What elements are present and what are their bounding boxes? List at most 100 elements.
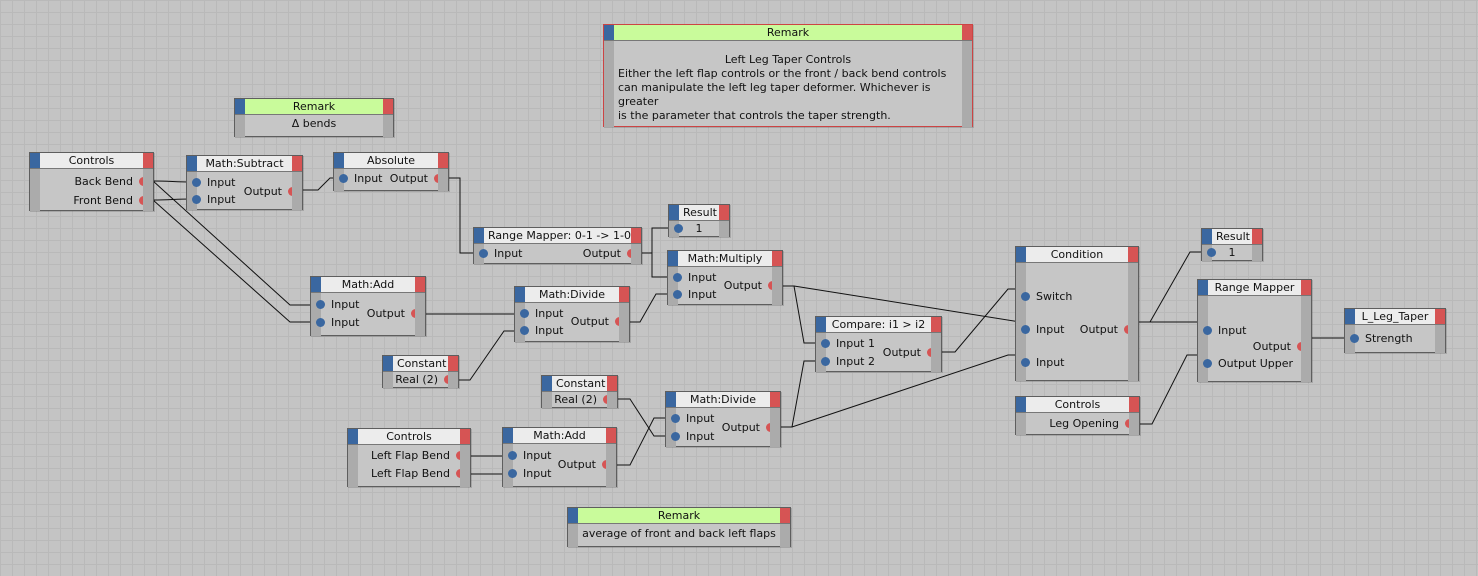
input-port-dot[interactable] <box>316 300 325 309</box>
port-input-2[interactable]: Input <box>503 467 551 481</box>
node-result-1[interactable]: Result 1 <box>668 204 730 237</box>
port-input-2[interactable]: Input <box>311 316 359 330</box>
output-port-dot[interactable] <box>627 249 636 258</box>
output-port-dot[interactable] <box>768 281 777 290</box>
port-input-2[interactable]: Input 2 <box>816 355 875 369</box>
remark-bends[interactable]: Remark Δ bends <box>234 98 394 137</box>
port-output[interactable]: Output <box>1253 340 1311 354</box>
remark-flaps[interactable]: Remark average of front and back left fl… <box>567 507 791 547</box>
node-constant-1[interactable]: Constant Real (2) <box>382 355 459 388</box>
node-controls-flaps[interactable]: Controls Left Flap Bend Left Flap Bend <box>347 428 471 487</box>
output-port-dot[interactable] <box>411 309 420 318</box>
node-result-2[interactable]: Result 1 <box>1201 228 1263 261</box>
node-l-leg-taper[interactable]: L_Leg_Taper Strength <box>1344 308 1446 353</box>
node-math-add-bends[interactable]: Math:Add Input Input Output <box>310 276 426 336</box>
port-output[interactable]: Output <box>558 458 616 472</box>
port-input[interactable]: Input <box>334 172 382 186</box>
input-port-dot[interactable] <box>821 339 830 348</box>
port-output[interactable]: Output <box>1080 323 1138 337</box>
input-port-dot[interactable] <box>671 432 680 441</box>
input-port-dot[interactable] <box>821 357 830 366</box>
port-leg-opening[interactable]: Leg Opening <box>1049 417 1139 431</box>
port-output[interactable]: Output <box>883 346 941 360</box>
node-math-divide-bends[interactable]: Math:Divide Input Input Output <box>514 286 630 342</box>
port-left-flap-bend-2[interactable]: Left Flap Bend <box>371 467 470 481</box>
remark-leg-taper[interactable]: Remark Left Leg Taper Controls Either th… <box>603 24 973 127</box>
port-front-bend[interactable]: Front Bend <box>73 194 153 208</box>
port-input-1[interactable]: Input <box>311 298 359 312</box>
output-port-dot[interactable] <box>456 469 465 478</box>
node-compare[interactable]: Compare: i1 > i2 Input 1 Input 2 Output <box>815 316 942 372</box>
node-math-add-flaps[interactable]: Math:Add Input Input Output <box>502 427 617 487</box>
input-port-dot[interactable] <box>192 178 201 187</box>
node-constant-2[interactable]: Constant Real (2) <box>541 375 618 408</box>
port-input-1[interactable]: Input <box>668 271 716 285</box>
input-port-dot[interactable] <box>508 469 517 478</box>
input-port-dot[interactable] <box>674 224 683 233</box>
input-port-dot[interactable] <box>520 309 529 318</box>
port-input-2[interactable]: Input <box>666 430 714 444</box>
port-output[interactable]: Output <box>583 247 641 261</box>
input-port-dot[interactable] <box>479 249 488 258</box>
output-port-dot[interactable] <box>444 375 453 384</box>
port-input-1[interactable]: Input <box>1016 323 1064 337</box>
output-port-dot[interactable] <box>615 317 624 326</box>
node-math-multiply[interactable]: Math:Multiply Input Input Output <box>667 250 783 305</box>
port-input-2[interactable]: Input <box>515 324 563 338</box>
node-absolute[interactable]: Absolute Input Output <box>333 152 449 191</box>
output-port-dot[interactable] <box>139 177 148 186</box>
port-input-2[interactable]: Input <box>187 193 235 207</box>
port-output[interactable]: Output <box>571 315 629 329</box>
port-output[interactable]: Output <box>722 421 780 435</box>
port-input[interactable]: Input <box>1198 324 1246 338</box>
output-port-dot[interactable] <box>456 451 465 460</box>
port-output-upper[interactable]: Output Upper <box>1198 357 1293 371</box>
output-port-dot[interactable] <box>766 423 775 432</box>
output-port-dot[interactable] <box>602 460 611 469</box>
node-controls-leg-opening[interactable]: Controls Leg Opening <box>1015 396 1140 435</box>
input-port-dot[interactable] <box>1021 325 1030 334</box>
output-port-dot[interactable] <box>1125 419 1134 428</box>
port-input-2[interactable]: Input <box>1016 356 1064 370</box>
output-port-dot[interactable] <box>434 174 443 183</box>
port-output[interactable]: Output <box>367 307 425 321</box>
input-port-dot[interactable] <box>192 195 201 204</box>
node-math-subtract[interactable]: Math:Subtract Input Input Output <box>186 155 303 210</box>
port-switch[interactable]: Switch <box>1016 290 1072 304</box>
node-range-mapper[interactable]: Range Mapper Input Output Upper Output <box>1197 279 1312 382</box>
port-input-1[interactable]: Input <box>515 307 563 321</box>
port-real[interactable]: Real (2) <box>554 393 617 407</box>
node-range-mapper-invert[interactable]: Range Mapper: 0-1 -> 1-0 Input Output <box>473 227 642 264</box>
port-output[interactable]: Output <box>244 185 302 199</box>
port-strength[interactable]: Strength <box>1345 332 1413 346</box>
input-port-dot[interactable] <box>339 174 348 183</box>
input-port-dot[interactable] <box>1350 334 1359 343</box>
port-back-bend[interactable]: Back Bend <box>75 175 153 189</box>
input-port-dot[interactable] <box>508 451 517 460</box>
node-condition[interactable]: Condition Switch Input Input Output <box>1015 246 1139 381</box>
input-port-dot[interactable] <box>1021 358 1030 367</box>
input-port-dot[interactable] <box>1021 292 1030 301</box>
output-port-dot[interactable] <box>139 196 148 205</box>
port-input-1[interactable]: Input <box>187 176 235 190</box>
node-controls-bends[interactable]: Controls Back Bend Front Bend <box>29 152 154 211</box>
input-port-dot[interactable] <box>520 326 529 335</box>
input-port-dot[interactable] <box>673 273 682 282</box>
port-input[interactable]: Input <box>474 247 522 261</box>
input-port-dot[interactable] <box>1207 248 1216 257</box>
output-port-dot[interactable] <box>1124 325 1133 334</box>
node-math-divide-flaps[interactable]: Math:Divide Input Input Output <box>665 391 781 447</box>
port-input-1[interactable]: Input <box>503 449 551 463</box>
port-left-flap-bend-1[interactable]: Left Flap Bend <box>371 449 470 463</box>
input-port-dot[interactable] <box>316 318 325 327</box>
input-port-dot[interactable] <box>671 414 680 423</box>
port-real[interactable]: Real (2) <box>395 373 458 387</box>
input-port-dot[interactable] <box>1203 359 1212 368</box>
port-output[interactable]: Output <box>390 172 448 186</box>
port-input-1[interactable]: Input <box>666 412 714 426</box>
output-port-dot[interactable] <box>927 348 936 357</box>
port-input-2[interactable]: Input <box>668 288 716 302</box>
output-port-dot[interactable] <box>1297 342 1306 351</box>
input-port-dot[interactable] <box>1203 326 1212 335</box>
output-port-dot[interactable] <box>603 395 612 404</box>
